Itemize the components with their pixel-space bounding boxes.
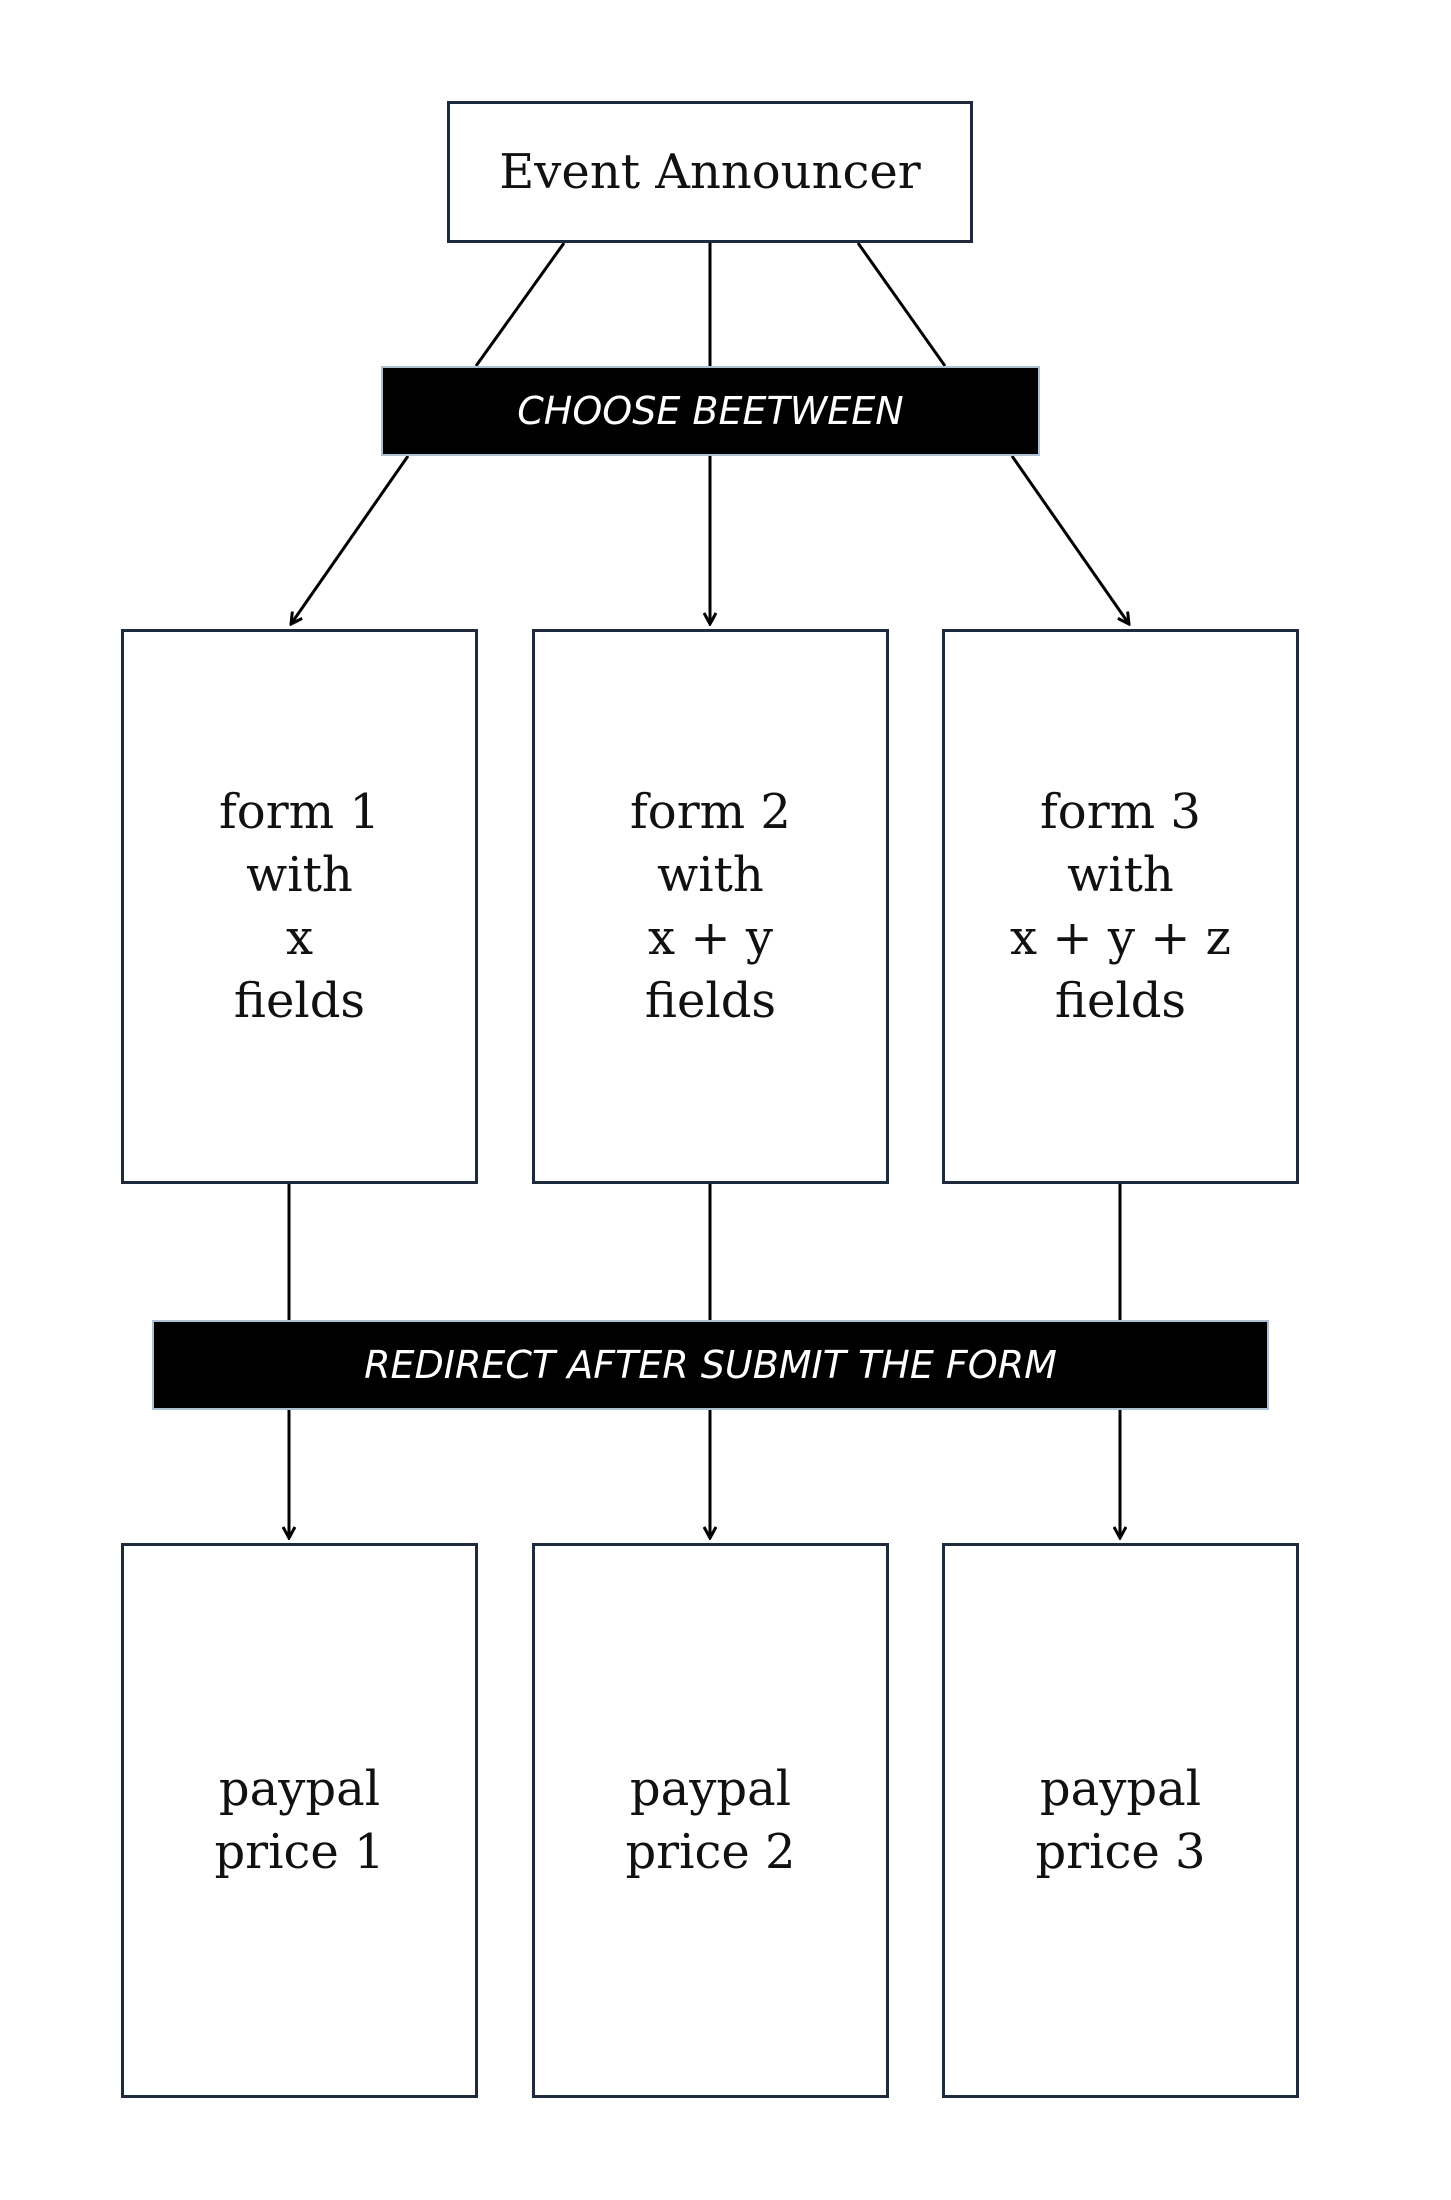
form-3-box: form 3 with x + y + z fields xyxy=(942,629,1299,1184)
paypal-2-price: price 2 xyxy=(625,1823,796,1880)
form-3-title: form 3 xyxy=(1040,783,1201,840)
form-2-fields-expr: x + y xyxy=(648,909,773,966)
paypal-1-price: price 1 xyxy=(214,1823,385,1880)
form-1-fields-expr: x xyxy=(285,909,314,966)
form-3-with: with xyxy=(1067,846,1174,903)
paypal-3-box: paypal price 3 xyxy=(942,1543,1299,2098)
form-3-fields-expr: x + y + z xyxy=(1010,909,1231,966)
choose-banner: CHOOSE BEETWEEN xyxy=(381,366,1040,456)
form-1-fields-label: fields xyxy=(233,972,366,1029)
event-announcer-label: Event Announcer xyxy=(499,144,921,200)
paypal-2-label: paypal xyxy=(629,1760,792,1817)
arrow-to-form-1 xyxy=(291,455,410,624)
form-2-with: with xyxy=(657,846,764,903)
connector-title-right xyxy=(856,242,947,367)
form-3-fields-label: fields xyxy=(1054,972,1187,1029)
connector-title-left xyxy=(474,242,566,367)
redirect-banner: REDIRECT AFTER SUBMIT THE FORM xyxy=(152,1320,1269,1410)
arrow-to-form-3 xyxy=(1010,455,1129,624)
paypal-3-price: price 3 xyxy=(1035,1823,1206,1880)
form-1-box: form 1 with x fields xyxy=(121,629,478,1184)
paypal-2-box: paypal price 2 xyxy=(532,1543,889,2098)
form-2-fields-label: fields xyxy=(644,972,777,1029)
form-2-title: form 2 xyxy=(630,783,791,840)
form-2-box: form 2 with x + y fields xyxy=(532,629,889,1184)
event-announcer-box: Event Announcer xyxy=(447,101,973,243)
form-1-with: with xyxy=(246,846,353,903)
paypal-1-box: paypal price 1 xyxy=(121,1543,478,2098)
form-1-title: form 1 xyxy=(219,783,380,840)
paypal-3-label: paypal xyxy=(1039,1760,1202,1817)
paypal-1-label: paypal xyxy=(218,1760,381,1817)
